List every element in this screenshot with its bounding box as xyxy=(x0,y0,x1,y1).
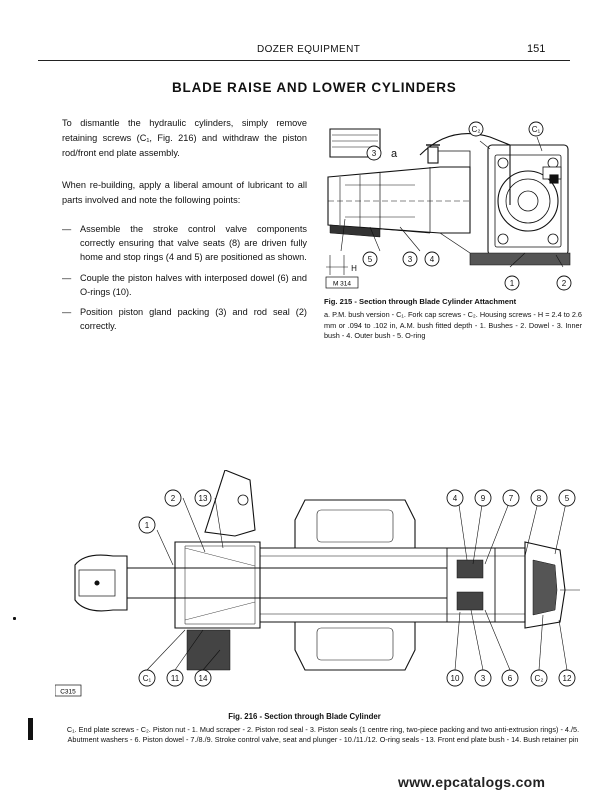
fig216-callout-3: 3 xyxy=(481,674,486,683)
bullet-dash: — xyxy=(62,224,72,234)
bullet-dash: — xyxy=(62,272,72,283)
list-item: — Assemble the stroke control valve compo… xyxy=(62,222,307,265)
page-number: 151 xyxy=(527,43,546,55)
fig215-callout-2: 2 xyxy=(562,279,567,288)
rebuild-steps-list: — Assemble the stroke control valve compo… xyxy=(62,222,307,339)
page-header: DOZER EQUIPMENT 151 xyxy=(0,0,609,70)
fig216-drawing: 2 13 1 4 9 7 8 5 C₁ 11 14 10 3 6 C₂ 12 C… xyxy=(54,469,595,700)
fig216-callout-c2: C₂ xyxy=(535,674,544,683)
fig215-callout-3a: 3 xyxy=(372,149,377,158)
fig215-svg: C₂ C₁ 3 a 5 3 4 1 2 H M 314 xyxy=(325,121,572,291)
watermark: www.epcatalogs.com xyxy=(398,774,546,790)
fig216-callout-1: 1 xyxy=(145,521,150,530)
fig216-svg: 2 13 1 4 9 7 8 5 C₁ 11 14 10 3 6 C₂ 12 C… xyxy=(54,469,580,697)
fig216-caption: Fig. 216 - Section through Blade Cylinde… xyxy=(228,712,381,721)
fig215-callout-c1: C₁ xyxy=(532,125,541,134)
fig216-callout-12: 12 xyxy=(563,674,572,683)
fig216-callout-2: 2 xyxy=(171,494,176,503)
fig216-callout-6: 6 xyxy=(508,674,513,683)
section-title: BLADE RAISE AND LOWER CYLINDERS xyxy=(172,80,457,95)
header-rule xyxy=(38,60,570,61)
fig215-callout-c2: C₂ xyxy=(472,125,481,134)
fig215-callout-5: 5 xyxy=(368,255,373,264)
fig216-callout-13: 13 xyxy=(199,494,208,503)
rebuild-paragraph: When re-building, apply a liberal amount… xyxy=(62,180,307,205)
list-item-text: Assemble the stroke control valve compon… xyxy=(80,224,307,263)
list-item: — Couple the piston halves with interpose… xyxy=(62,271,307,299)
running-title: DOZER EQUIPMENT xyxy=(257,44,361,55)
fig215-callout-1: 1 xyxy=(510,279,515,288)
fig216-legend: C₁. End plate screws - C₂. Piston nut - … xyxy=(66,725,580,744)
fig216-callout-14: 14 xyxy=(199,674,208,683)
fig215-callout-h: H xyxy=(351,264,357,273)
page-edge-dot xyxy=(13,617,16,620)
fig216-plate-code: C315 xyxy=(60,689,76,696)
fig215-plate-code: M 314 xyxy=(333,281,351,288)
fig215-drawing: C₂ C₁ 3 a 5 3 4 1 2 H M 314 xyxy=(320,115,580,295)
list-item-text: Couple the piston halves with interposed… xyxy=(80,272,307,297)
fig216-callout-11: 11 xyxy=(171,674,180,683)
fig216-callout-10: 10 xyxy=(451,674,460,683)
fig215-callout-a: a xyxy=(391,148,398,160)
bullet-dash: — xyxy=(62,307,72,318)
fig215-caption: Fig. 215 - Section through Blade Cylinde… xyxy=(324,297,517,306)
fig215-legend: a. P.M. bush version - C₁. Fork cap scre… xyxy=(324,310,582,340)
fig216-callout-5: 5 xyxy=(565,494,570,503)
fig216-callout-9: 9 xyxy=(481,494,486,503)
fig216-callout-7: 7 xyxy=(509,494,514,503)
fig216-callout-8: 8 xyxy=(537,494,542,503)
fig215-callout-4: 4 xyxy=(430,255,435,264)
fig216-callout-c1: C₁ xyxy=(143,674,152,683)
page-edge-mark xyxy=(28,718,33,740)
intro-paragraph: To dismantle the hydraulic cylinders, si… xyxy=(62,118,307,158)
list-item-text: Position piston gland packing (3) and ro… xyxy=(80,307,307,332)
fig215-callout-3b: 3 xyxy=(408,255,413,264)
list-item: — Position piston gland packing (3) and r… xyxy=(62,305,307,333)
fig216-callout-4: 4 xyxy=(453,494,458,503)
